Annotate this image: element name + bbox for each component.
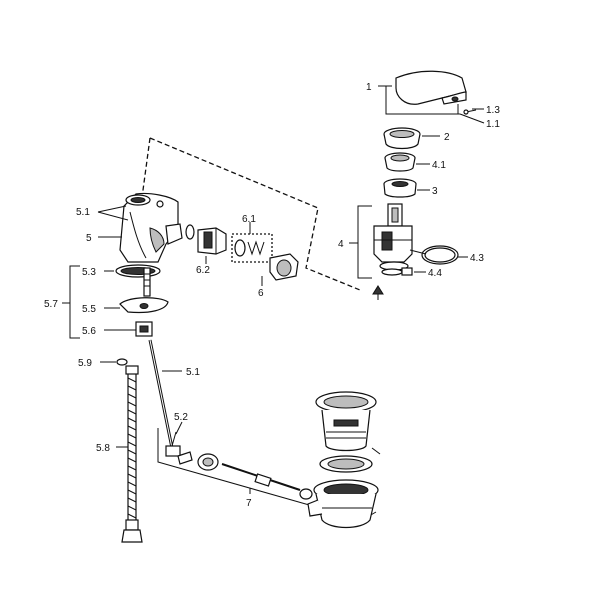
label-7: 7	[246, 498, 252, 509]
label-5-2: 5.2	[174, 412, 188, 423]
valve-6-2-part	[197, 227, 227, 255]
handle-screw-part	[463, 109, 477, 115]
label-1-3: 1.3	[486, 105, 500, 116]
label-5-5: 5.5	[82, 304, 96, 315]
nut-6-part	[269, 253, 299, 281]
label-1: 1	[366, 82, 372, 93]
assembly-dashed-outline	[149, 137, 361, 291]
label-1-1: 1.1	[486, 119, 500, 130]
clip-5-6-part	[135, 321, 153, 337]
o-ring-6-part	[185, 224, 195, 240]
label-6-1: 6.1	[242, 214, 256, 225]
label-3: 3	[432, 186, 438, 197]
bracket-1	[385, 86, 460, 115]
label-5-7: 5.7	[44, 299, 58, 310]
seal-4-4-part	[381, 267, 413, 276]
nut-4-1-part	[384, 152, 416, 172]
washer-5-9-part	[116, 358, 128, 366]
label-5-9: 5.9	[78, 358, 92, 369]
clamp-5-5-part	[119, 297, 169, 314]
label-2: 2	[444, 132, 450, 143]
mixer-body-part	[119, 192, 183, 263]
label-5-3: 5.3	[82, 267, 96, 278]
label-4: 4	[338, 239, 344, 250]
label-5-1-top: 5.1	[76, 207, 90, 218]
flex-hose-part	[121, 365, 143, 543]
label-4-1: 4.1	[432, 160, 446, 171]
label-6: 6	[258, 288, 264, 299]
bracket-4	[357, 205, 372, 279]
nut-3-part	[383, 178, 417, 198]
label-5-6: 5.6	[82, 326, 96, 337]
label-5-8: 5.8	[96, 443, 110, 454]
lever-handle-part	[395, 70, 467, 105]
bracket-6-1	[231, 233, 273, 263]
label-6-2: 6.2	[196, 265, 210, 276]
label-5-1-rod: 5.1	[186, 367, 200, 378]
arrow-marker	[372, 285, 384, 295]
lift-rod-part	[148, 339, 174, 449]
cartridge-part	[373, 203, 413, 271]
label-5: 5	[86, 233, 92, 244]
o-ring-4-3-part	[421, 245, 459, 265]
label-4-4: 4.4	[428, 268, 442, 279]
pop-up-waste-part	[307, 391, 379, 529]
label-4-3: 4.3	[470, 253, 484, 264]
pivot-rod-part	[221, 463, 313, 500]
bracket-5-7	[69, 265, 80, 339]
cap-ring-part	[383, 127, 421, 150]
washer-5-3-part	[115, 264, 161, 297]
spring-6-1-part	[234, 239, 265, 257]
pivot-5-2-part	[165, 431, 193, 465]
nut-7-part	[197, 453, 219, 471]
